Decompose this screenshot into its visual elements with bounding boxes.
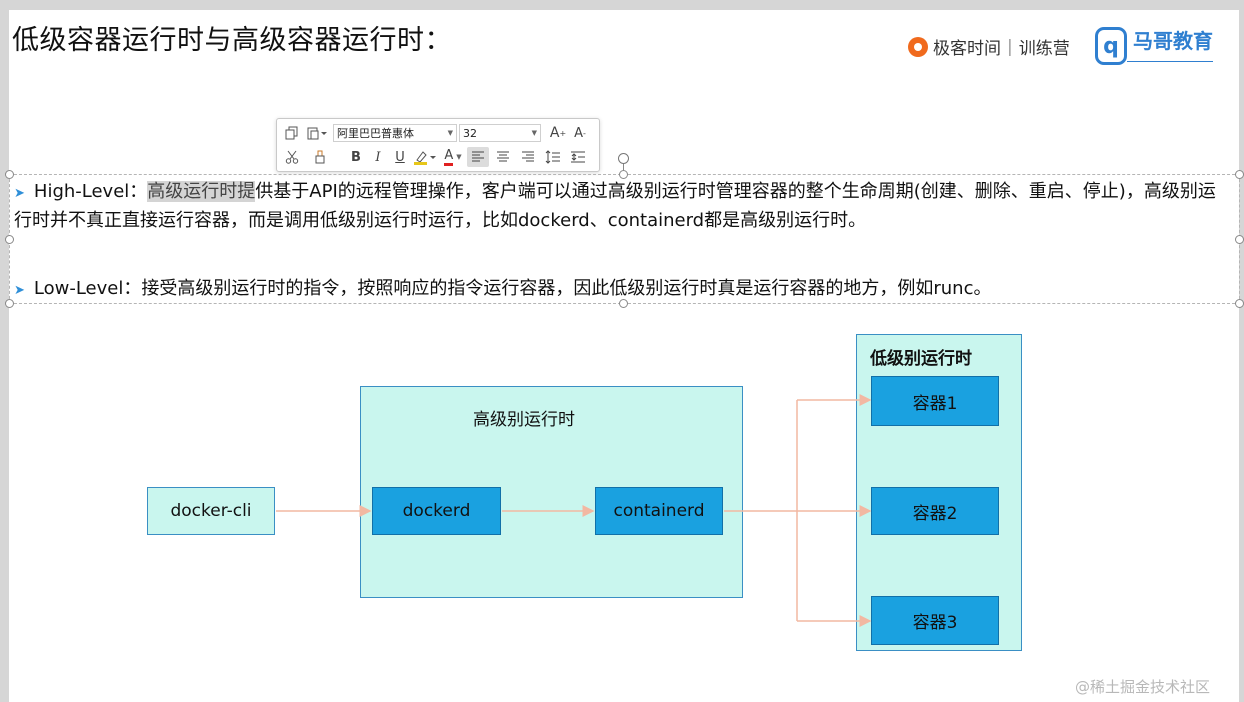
selected-text: 高级运行时提 xyxy=(147,181,256,202)
low-level-label: Low-Level： xyxy=(33,278,142,299)
resize-handle-top[interactable] xyxy=(619,170,628,179)
font-family-select[interactable]: 阿里巴巴普惠体 ▼ xyxy=(333,124,457,142)
high-level-label: High-Level： xyxy=(33,181,148,202)
underline-icon[interactable]: U xyxy=(395,149,405,165)
rotation-handle-stem xyxy=(623,162,624,174)
high-level-runtime-label: 高级别运行时 xyxy=(473,410,575,430)
mage-brand-text: 马哥教育 xyxy=(1133,28,1213,53)
font-size-select[interactable]: 32 ▼ xyxy=(459,124,541,142)
container-3-node: 容器3 xyxy=(871,596,999,645)
align-right-icon[interactable] xyxy=(517,147,539,167)
font-color-glyph: A xyxy=(444,148,454,166)
high-level-paragraph[interactable]: ➤ High-Level：高级运行时提供基于API的远程管理操作，客户端可以通过高… xyxy=(14,178,1229,234)
bullet-arrow-icon: ➤ xyxy=(14,283,25,298)
resize-handle-bottom[interactable] xyxy=(619,299,628,308)
high-level-text: 供基于API的远程管理操作，客户端可以通过高级别运行时管理容器的整个生命周期(创… xyxy=(14,181,1216,231)
font-size-value: 32 xyxy=(463,126,477,140)
slide-title: 低级容器运行时与高级容器运行时： xyxy=(12,25,452,56)
paragraph-spacing-icon[interactable] xyxy=(567,147,589,167)
window-frame-right xyxy=(1239,0,1244,702)
font-family-value: 阿里巴巴普惠体 xyxy=(337,127,414,140)
logo-separator: | xyxy=(1007,36,1013,57)
containerd-node: containerd xyxy=(595,487,723,535)
geek-logo-icon xyxy=(908,36,928,57)
resize-handle-left[interactable] xyxy=(5,235,14,244)
container-2-node: 容器2 xyxy=(871,487,999,535)
bold-icon[interactable]: B xyxy=(351,149,361,165)
watermark: @稀土掘金技术社区 xyxy=(1075,678,1211,696)
mage-tagline xyxy=(1127,51,1213,62)
geek-time-logo: 极客时间 | 训练营 xyxy=(908,34,1070,59)
docker-cli-node: docker-cli xyxy=(147,487,275,535)
line-spacing-icon[interactable] xyxy=(542,147,564,167)
low-level-paragraph[interactable]: ➤ Low-Level：接受高级别运行时的指令，按照响应的指令运行容器，因此低级别… xyxy=(14,275,1229,304)
low-level-text: 接受高级别运行时的指令，按照响应的指令运行容器，因此低级别运行时真是运行容器的地… xyxy=(141,278,992,299)
resize-handle-bottom-right[interactable] xyxy=(1235,299,1244,308)
geek-program-text: 训练营 xyxy=(1018,39,1070,59)
align-center-icon[interactable] xyxy=(492,147,514,167)
window-frame-top xyxy=(0,0,1244,10)
shrink-font-icon[interactable]: A- xyxy=(574,125,586,141)
mage-edu-logo: q 马哥教育 xyxy=(1095,27,1213,65)
grow-font-glyph: A xyxy=(549,125,560,141)
resize-handle-top-left[interactable] xyxy=(5,170,14,179)
shrink-font-glyph: A xyxy=(574,125,583,141)
copy-icon[interactable] xyxy=(281,123,303,143)
geek-brand-text: 极客时间 xyxy=(933,39,1001,59)
highlight-icon[interactable] xyxy=(411,147,439,167)
font-color-icon[interactable]: A ▼ xyxy=(439,147,467,167)
toolbar-row-1: 阿里巴巴普惠体 ▼ 32 ▼ A+ A- xyxy=(281,122,591,144)
low-level-runtime-label: 低级别运行时 xyxy=(870,349,972,369)
resize-handle-bottom-left[interactable] xyxy=(5,299,14,308)
window-frame-left xyxy=(0,0,9,702)
italic-icon[interactable]: I xyxy=(375,149,381,165)
resize-handle-right[interactable] xyxy=(1235,235,1244,244)
cut-icon[interactable] xyxy=(281,147,303,167)
text-format-toolbar: 阿里巴巴普惠体 ▼ 32 ▼ A+ A- B I U A ▼ xyxy=(276,118,600,172)
container-1-node: 容器1 xyxy=(871,376,999,426)
paste-icon[interactable] xyxy=(303,123,331,143)
chevron-down-icon: ▼ xyxy=(447,129,453,137)
dockerd-node: dockerd xyxy=(372,487,501,535)
grow-font-icon[interactable]: A+ xyxy=(549,125,567,141)
toolbar-row-2: B I U A ▼ xyxy=(281,146,589,168)
mage-logo-icon: q xyxy=(1095,27,1127,65)
bullet-arrow-icon: ➤ xyxy=(14,186,25,201)
align-left-icon[interactable] xyxy=(467,147,489,167)
chevron-down-icon: ▼ xyxy=(531,129,537,137)
format-painter-icon[interactable] xyxy=(309,147,331,167)
rotate-handle[interactable] xyxy=(618,153,629,164)
resize-handle-top-right[interactable] xyxy=(1235,170,1244,179)
